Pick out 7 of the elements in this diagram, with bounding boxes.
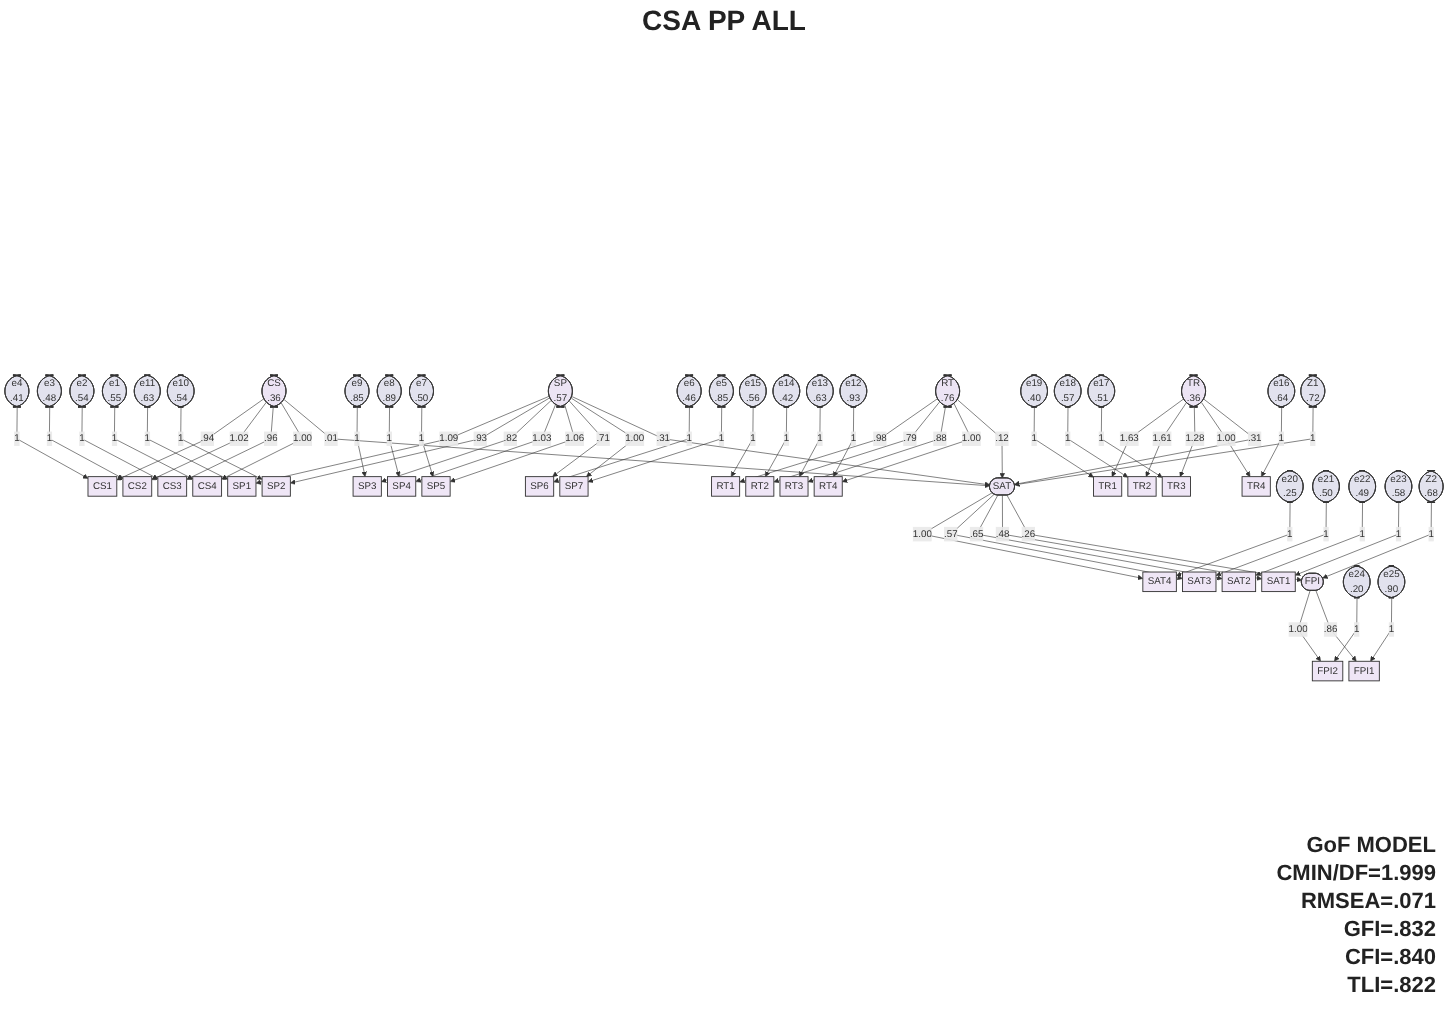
fit-index-text: RMSEA=.071 <box>1298 888 1436 916</box>
fit-index-text: TLI=.822 <box>1345 972 1436 1000</box>
diagram-title: CSA PP ALL <box>640 4 808 36</box>
fit-index-text: GFI=.832 <box>1341 916 1436 944</box>
fit-index-text: CMIN/DF=1.999 <box>1276 860 1436 888</box>
fit-index-text: GoF MODEL <box>1304 832 1436 860</box>
fit-index-text: CFI=.840 <box>1342 944 1436 972</box>
